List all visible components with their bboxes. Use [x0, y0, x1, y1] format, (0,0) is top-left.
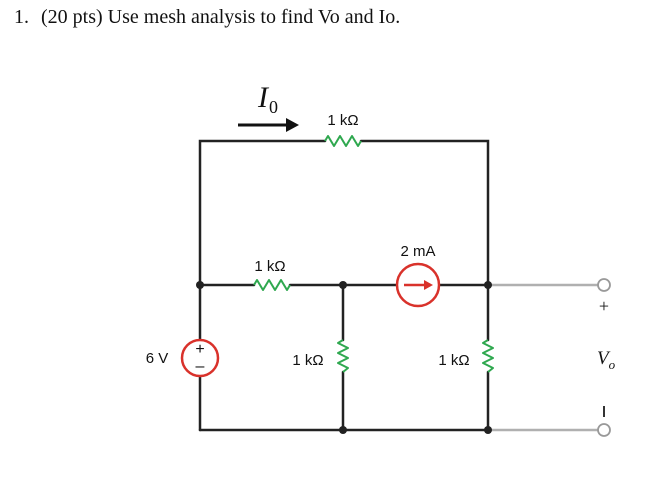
junction-center-bottom	[339, 426, 347, 434]
resistor-right-label: 1 kΩ	[438, 352, 469, 369]
output-terminal-top	[597, 278, 611, 292]
problem-number: 1.	[14, 6, 29, 28]
resistor-mid-label: 1 kΩ	[254, 258, 285, 275]
resistor-top-icon	[324, 135, 362, 147]
wire-top-left	[198, 139, 327, 287]
resistors	[253, 135, 494, 373]
resistor-center-icon	[337, 339, 349, 373]
source-minus-sign: –	[196, 358, 205, 375]
problem-statement: 1. (20 pts) Use mesh analysis to find Vo …	[14, 6, 400, 29]
resistor-top-label: 1 kΩ	[327, 112, 358, 129]
output-plus-sign: +	[599, 296, 609, 316]
source-plus-sign: +	[195, 341, 204, 358]
junction-right-top	[484, 281, 492, 289]
resistor-right-icon	[482, 339, 494, 373]
output-voltage-label: Vo	[597, 348, 616, 372]
output-terminal-bottom	[597, 423, 611, 437]
wire-top-right	[359, 139, 490, 287]
problem-text: (20 pts) Use mesh analysis to find Vo an…	[41, 6, 401, 28]
current-source-label: 2 mA	[400, 243, 435, 260]
voltage-source-icon	[180, 338, 220, 378]
current-label-io: I0	[257, 81, 278, 117]
resistor-center-label: 1 kΩ	[292, 352, 323, 369]
resistor-mid-icon	[253, 279, 291, 291]
junction-right-bottom	[484, 426, 492, 434]
current-source-icon	[395, 262, 441, 308]
current-arrow-icon	[238, 118, 299, 132]
junction-center	[339, 281, 347, 289]
voltage-source-label: 6 V	[146, 350, 169, 367]
junction-left	[196, 281, 204, 289]
output-leads	[488, 283, 598, 432]
junction-dots	[196, 281, 492, 434]
